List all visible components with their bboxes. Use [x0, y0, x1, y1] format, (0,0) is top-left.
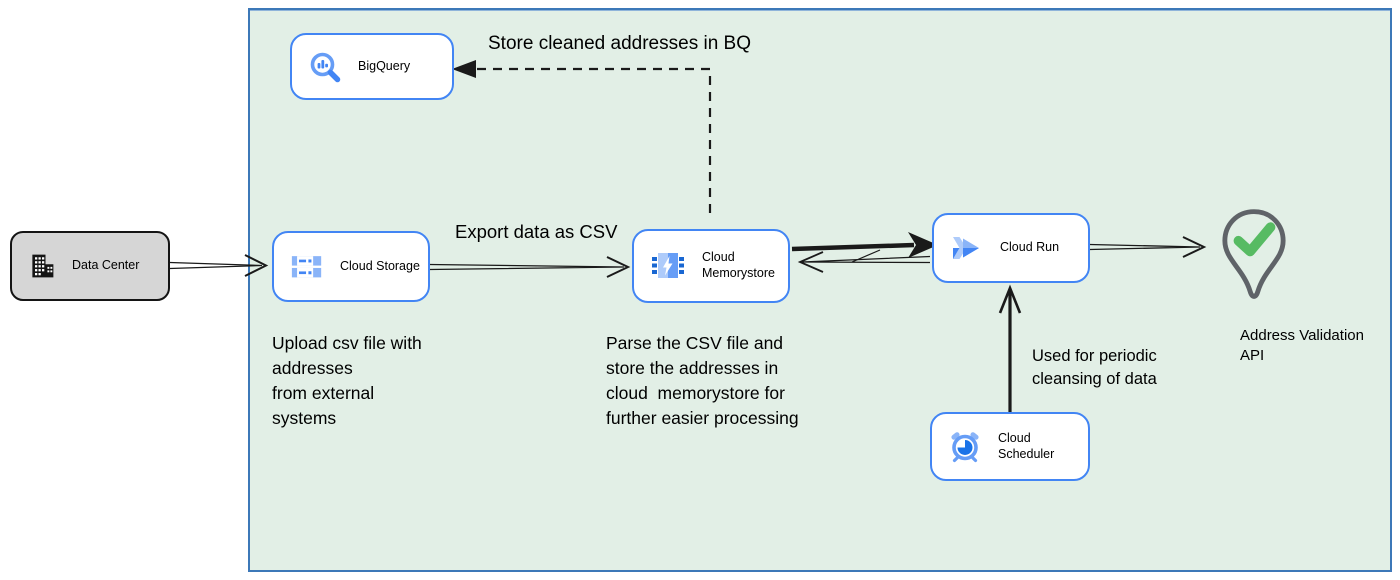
node-label: Cloud Scheduler — [998, 430, 1055, 461]
node-cloud-memorystore[interactable]: Cloud Memorystore — [632, 229, 790, 303]
node-cloud-storage[interactable]: Cloud Storage — [272, 231, 430, 302]
node-bigquery[interactable]: BigQuery — [290, 33, 454, 100]
node-cloud-run[interactable]: Cloud Run — [932, 213, 1090, 283]
building-icon — [28, 252, 56, 280]
memory-chip-bolt-icon — [650, 250, 686, 282]
node-label: Cloud Memorystore — [702, 250, 775, 280]
upload-note: Upload csv file with addresses from exte… — [272, 333, 422, 428]
scheduler-note: Used for periodic cleansing of data — [1032, 347, 1157, 388]
node-label: BigQuery — [358, 58, 411, 73]
alarm-clock-icon — [948, 430, 982, 464]
store-bq-note: Store cleaned addresses in BQ — [488, 33, 751, 54]
node-label: Cloud Storage — [340, 258, 420, 273]
storage-stack-icon — [290, 253, 324, 281]
node-label: Cloud Run — [1000, 240, 1060, 255]
node-data-center[interactable]: Data Center — [10, 231, 170, 301]
double-chevron-icon — [950, 234, 984, 262]
location-pin-check-icon[interactable] — [1220, 207, 1288, 327]
export-csv-note: Export data as CSV — [455, 221, 618, 242]
parse-note: Parse the CSV file and store the address… — [606, 333, 799, 428]
address-validation-api-label: Address Validation API — [1240, 327, 1364, 364]
gcp-boundary-container — [248, 8, 1392, 572]
node-cloud-scheduler[interactable]: Cloud Scheduler — [930, 412, 1090, 481]
node-label: Data Center — [72, 258, 140, 273]
magnifier-chart-icon — [308, 50, 342, 84]
